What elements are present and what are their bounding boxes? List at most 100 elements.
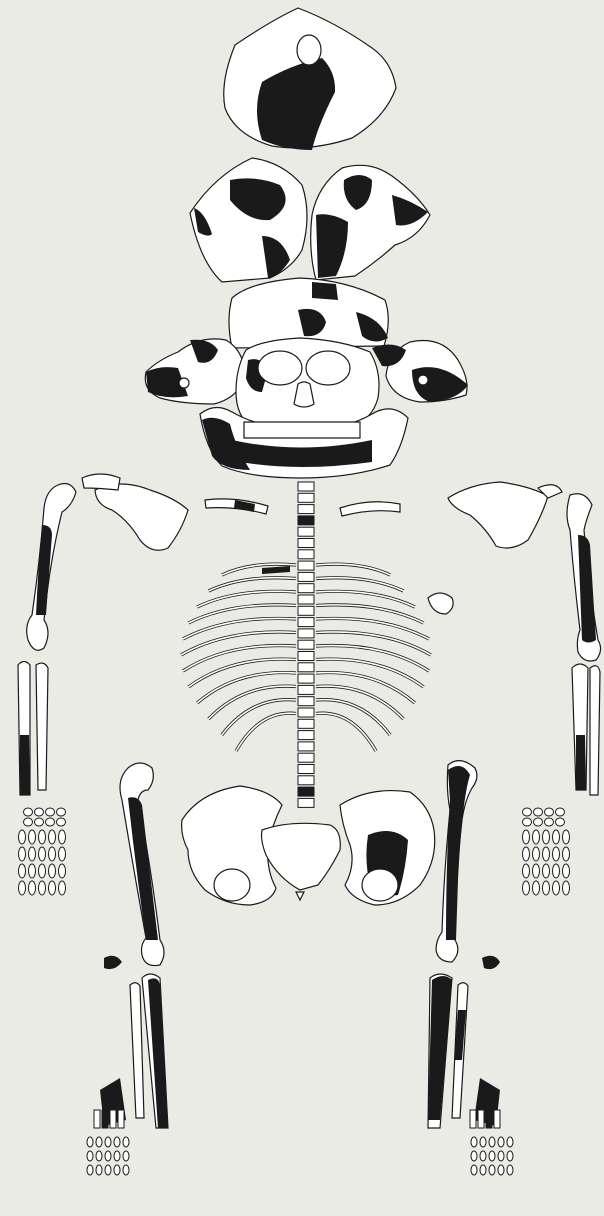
toe-phalanx (105, 1137, 111, 1147)
vertebra (298, 505, 314, 514)
phalanx (19, 830, 26, 844)
vertebra (298, 663, 314, 672)
phalanx (523, 830, 530, 844)
phalanx (533, 864, 540, 878)
vertebra (298, 719, 314, 728)
vertebra (298, 618, 314, 627)
vertebra (298, 482, 314, 491)
vertebra (298, 765, 314, 774)
phalanx (19, 847, 26, 861)
radius-ulna-right (572, 664, 600, 795)
phalanx (19, 881, 26, 895)
phalanx (59, 847, 66, 861)
phalanx (523, 881, 530, 895)
carpal (35, 808, 44, 816)
vertebra (298, 652, 314, 661)
toe-phalanx (507, 1165, 513, 1175)
phalanx (533, 881, 540, 895)
vertebra (298, 787, 314, 796)
carpal (35, 818, 44, 826)
phalanx (59, 881, 66, 895)
phalanx (49, 830, 56, 844)
toe-phalanx (114, 1165, 120, 1175)
phalanx (29, 864, 36, 878)
toe-phalanx (123, 1165, 129, 1175)
metatarsal (470, 1110, 476, 1128)
phalanx (523, 864, 530, 878)
toe-phalanx (96, 1137, 102, 1147)
phalanx (59, 864, 66, 878)
phalanx (39, 881, 46, 895)
metatarsal (94, 1110, 100, 1128)
toe-phalanx (480, 1151, 486, 1161)
vertebra (298, 539, 314, 548)
carpal (523, 818, 532, 826)
toe-phalanx (471, 1151, 477, 1161)
phalanx (553, 881, 560, 895)
phalanx (19, 864, 26, 878)
toe-phalanx (96, 1151, 102, 1161)
vertebra (298, 776, 314, 785)
carpal (523, 808, 532, 816)
toe-phalanx (489, 1151, 495, 1161)
phalanx (39, 830, 46, 844)
phalanx (543, 830, 550, 844)
phalanx (49, 847, 56, 861)
toe-phalanx (114, 1137, 120, 1147)
vertebra (298, 561, 314, 570)
phalanx (29, 847, 36, 861)
phalanx (39, 847, 46, 861)
toe-phalanx (105, 1151, 111, 1161)
carpal (46, 808, 55, 816)
toe-phalanx (498, 1137, 504, 1147)
metatarsal (494, 1110, 500, 1128)
metatarsal (478, 1110, 484, 1128)
phalanx (49, 881, 56, 895)
metatarsal (486, 1110, 492, 1128)
vertebra (298, 527, 314, 536)
toe-phalanx (471, 1165, 477, 1175)
vertebra (298, 674, 314, 683)
toe-phalanx (498, 1151, 504, 1161)
carpal (46, 818, 55, 826)
toe-phalanx (114, 1151, 120, 1161)
toe-phalanx (87, 1137, 93, 1147)
vertebra (298, 606, 314, 615)
toe-phalanx (498, 1165, 504, 1175)
phalanx (543, 847, 550, 861)
vertebra (298, 685, 314, 694)
vertebra (298, 595, 314, 604)
phalanx (563, 881, 570, 895)
toe-phalanx (480, 1165, 486, 1175)
phalanx (29, 830, 36, 844)
carpal (556, 808, 565, 816)
phalanx (533, 830, 540, 844)
phalanx (543, 881, 550, 895)
toe-phalanx (87, 1165, 93, 1175)
facial-skeleton (236, 338, 379, 428)
phalanx (49, 864, 56, 878)
toe-phalanx (507, 1151, 513, 1161)
vertebra (298, 708, 314, 717)
toe-phalanx (87, 1151, 93, 1161)
carpal (534, 808, 543, 816)
vertebra (298, 731, 314, 740)
carpal (534, 818, 543, 826)
carpal (57, 818, 66, 826)
phalanx (39, 864, 46, 878)
carpal (545, 818, 554, 826)
phalanx (563, 847, 570, 861)
phalanx (553, 830, 560, 844)
carpal (57, 808, 66, 816)
metatarsal (110, 1110, 116, 1128)
vertebra (298, 584, 314, 593)
carpal (545, 808, 554, 816)
vertebra (298, 572, 314, 581)
vertebra (298, 550, 314, 559)
toe-phalanx (471, 1137, 477, 1147)
vertebra (298, 493, 314, 502)
vertebra (298, 697, 314, 706)
phalanx (563, 830, 570, 844)
